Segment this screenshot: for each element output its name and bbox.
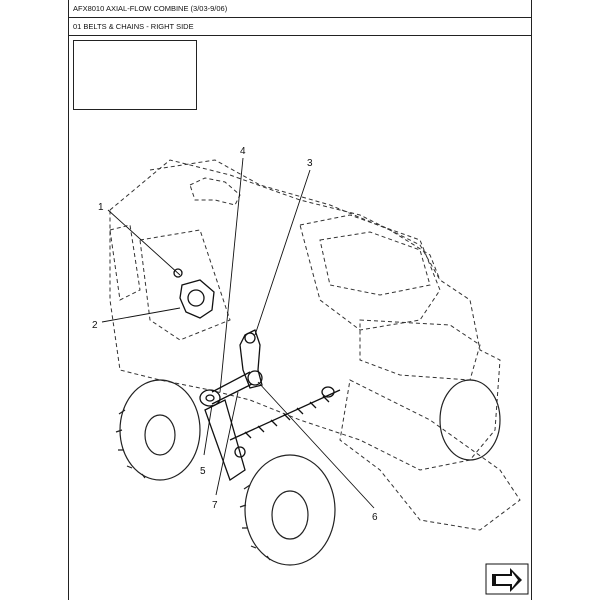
auger-end (321, 386, 335, 398)
drive-belt (211, 371, 253, 405)
section-title: 01 BELTS & CHAINS - RIGHT SIDE (69, 18, 531, 36)
unload-auger-outline (189, 177, 241, 206)
leader-5 (203, 404, 213, 456)
callout-3[interactable]: 3 (307, 158, 313, 169)
combine-body-outline (109, 159, 501, 471)
cab-outline (299, 214, 441, 331)
gearbox-bolt (173, 268, 183, 278)
callout-1[interactable]: 1 (98, 202, 104, 213)
leader-6 (257, 381, 375, 509)
inset-box (73, 40, 197, 110)
callout-5[interactable]: 5 (200, 466, 206, 477)
front-wheel-tread (239, 484, 271, 561)
front-wheel (244, 454, 336, 566)
grain-tank-outline (149, 159, 441, 281)
belt-pulley-hub (205, 394, 215, 402)
chain-sprocket-bottom (247, 370, 263, 386)
callout-7[interactable]: 7 (212, 500, 218, 511)
callout-2[interactable]: 2 (92, 320, 98, 331)
rear-wheel-hub (144, 414, 176, 456)
sheet-title: AFX8010 AXIAL-FLOW COMBINE (3/03-9/06) (69, 0, 531, 18)
auger-bearing (234, 446, 246, 458)
callout-4[interactable]: 4 (240, 146, 246, 157)
rear-panel-outline (109, 224, 141, 301)
belt-pulley (199, 389, 221, 407)
leader-4 (219, 157, 244, 393)
feeder-housing (204, 399, 246, 482)
front-wheel-hub (271, 490, 309, 540)
cab-window (319, 231, 431, 296)
auger-flights (244, 395, 330, 439)
next-page-arrow-icon[interactable] (485, 563, 529, 595)
leader-7 (215, 391, 239, 496)
rear-wheel (119, 379, 201, 481)
gearbox-pulley (187, 289, 205, 307)
chain-sprocket-top (244, 332, 256, 344)
chain-drive (239, 329, 263, 389)
rear-wheel-tread (115, 409, 146, 479)
callout-6[interactable]: 6 (372, 512, 378, 523)
leader-2 (101, 307, 181, 323)
leader-3 (254, 169, 311, 336)
right-wheel (439, 379, 501, 461)
side-panel-outline (139, 229, 231, 341)
parts-sheet: AFX8010 AXIAL-FLOW COMBINE (3/03-9/06) 0… (68, 0, 532, 600)
header-outline (339, 379, 521, 531)
platform-outline (359, 319, 481, 381)
leader-1 (107, 209, 181, 276)
gearbox-assembly (179, 279, 215, 319)
